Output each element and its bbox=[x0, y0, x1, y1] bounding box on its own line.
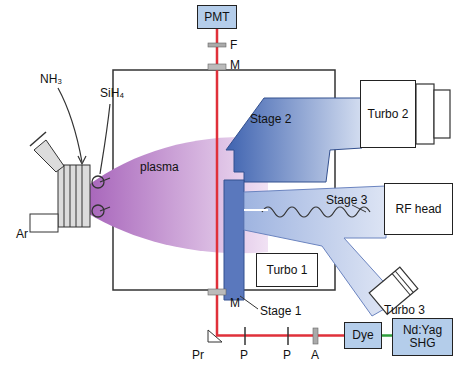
mirror-symbol bbox=[208, 64, 226, 70]
optic-label: M bbox=[230, 296, 240, 310]
optic-label: M bbox=[230, 58, 240, 72]
node-text: Turbo 2 bbox=[368, 108, 409, 121]
part-name: Stage 2 bbox=[250, 112, 291, 126]
polarizer-symbol bbox=[244, 327, 246, 345]
pump-box: Turbo 2 bbox=[360, 80, 416, 148]
optic-label: F bbox=[230, 38, 237, 52]
node-text: Nd:Yag SHG bbox=[393, 324, 452, 350]
region-label: plasma bbox=[140, 160, 179, 174]
plasma-source bbox=[30, 88, 110, 232]
pump-laser-beam bbox=[382, 335, 392, 336]
part-name: Stage 3 bbox=[326, 193, 367, 207]
beam-line bbox=[382, 334, 392, 337]
stage-1 bbox=[224, 180, 244, 300]
part-name: Turbo 3 bbox=[384, 303, 425, 317]
filter-symbol bbox=[208, 43, 226, 47]
leader-line bbox=[240, 296, 258, 309]
detector-box: PMT bbox=[197, 5, 237, 29]
ion-beam bbox=[244, 209, 268, 211]
ion-guide bbox=[262, 207, 370, 217]
probe-laser-beam bbox=[217, 29, 344, 336]
prism-symbol bbox=[208, 330, 222, 342]
polarizer-symbol bbox=[287, 327, 289, 345]
node-text: RF head bbox=[395, 203, 441, 216]
node-text: Turbo 1 bbox=[267, 264, 308, 277]
optic-label: Pr bbox=[192, 348, 204, 362]
node-text: PMT bbox=[204, 11, 229, 24]
attenuator-symbol bbox=[313, 328, 318, 344]
mirror-symbol bbox=[208, 289, 226, 295]
optic-label: P bbox=[240, 348, 248, 362]
gas-label: NH₃ bbox=[40, 72, 62, 86]
rf-head-box: RF head bbox=[384, 183, 453, 235]
beam-line bbox=[217, 29, 344, 336]
stage-2 bbox=[226, 98, 362, 182]
gas-label: Ar bbox=[16, 227, 28, 241]
node-text: Dye bbox=[352, 329, 373, 342]
part-name: Stage 1 bbox=[260, 304, 301, 318]
gas-label: SiH₄ bbox=[100, 86, 124, 100]
optic-label: A bbox=[311, 348, 319, 362]
turbo-pump-flange bbox=[416, 84, 450, 144]
laser-box: Dye bbox=[344, 322, 382, 349]
optic-label: P bbox=[283, 348, 291, 362]
laser-box: Nd:Yag SHG bbox=[392, 318, 453, 356]
pump-box: Turbo 1 bbox=[256, 253, 318, 287]
